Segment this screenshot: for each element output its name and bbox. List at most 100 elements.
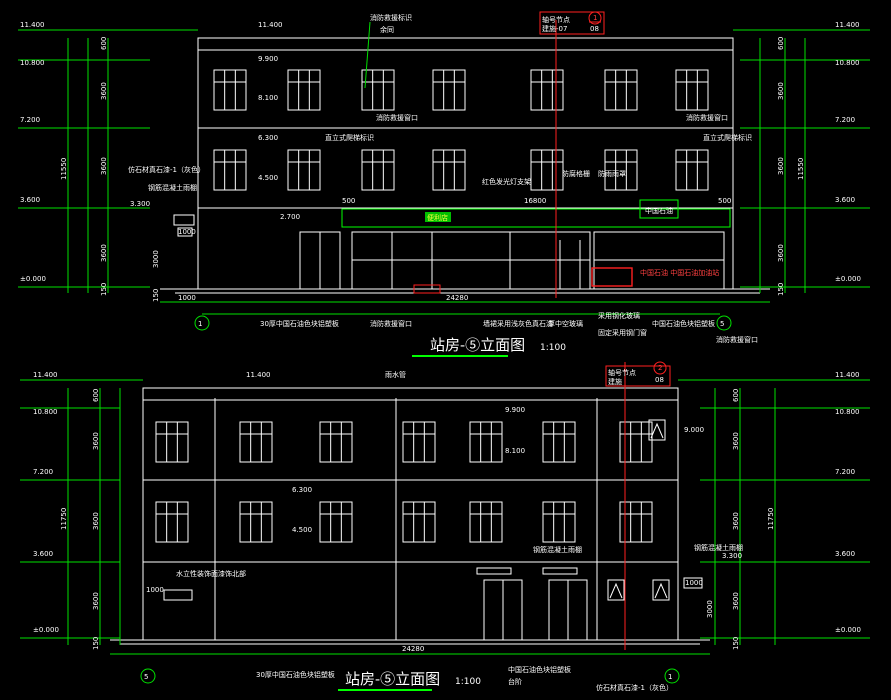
top-window-lower <box>604 149 638 191</box>
top-fire-sign: 消防救援标识 <box>370 13 412 22</box>
bottom-elev-left-3: 3.600 <box>33 550 53 558</box>
top-dim-bottom-offset: 150 <box>152 289 160 302</box>
top-elevation: 便利店 中国石油 中国石油 中国石油加油站 轴号节点 建 <box>18 11 870 357</box>
top-dim-l-3: 3600 <box>100 244 108 262</box>
top-window-upper <box>432 69 466 111</box>
bottom-right-note-2: 钢筋混凝土雨棚 <box>694 543 743 552</box>
top-dim-sign-w2: 500 <box>718 197 731 205</box>
bottom-axis-left-bubble <box>140 668 156 684</box>
bottom-elev-right-2: 7.200 <box>835 468 855 476</box>
bottom-axis-right: 1 <box>668 673 672 681</box>
top-dim-sign-len: 16800 <box>524 197 546 205</box>
top-mark-b: 直立式爬梯标识 <box>703 133 752 142</box>
top-dim-r-2: 3600 <box>777 157 785 175</box>
storefront: 中国石油 中国石油加油站 <box>299 231 725 294</box>
top-elev-inner-0: 11.400 <box>258 21 283 29</box>
top-sec-ref: 轴号节点 <box>542 15 570 24</box>
top-window-lower <box>287 149 321 191</box>
bottom-elev-inner-5: 3.300 <box>722 552 742 560</box>
top-window-upper <box>361 69 395 111</box>
top-section-tag <box>539 11 605 35</box>
top-window-lower <box>530 149 564 191</box>
bottom-dim-l-4: 150 <box>92 637 100 650</box>
top-bottom-note-3: 墙裙采用浅灰色真石漆 <box>483 319 553 328</box>
top-mark-d: 防雨雨罩 <box>598 169 626 178</box>
bottom-axis-right-bubble <box>664 668 680 684</box>
top-elev-left-4: ±0.000 <box>20 275 46 283</box>
top-dim-bottom-total: 24280 <box>446 294 468 302</box>
top-left-note-2: 钢筋混凝土雨棚 <box>148 183 197 192</box>
bottom-window-lower <box>239 501 273 543</box>
bottom-right-dims <box>678 379 870 645</box>
top-left-dims <box>18 29 198 293</box>
top-sec-sheet: 08 <box>590 25 599 33</box>
red-bench <box>591 267 633 287</box>
bottom-elev-inner-1: 9.900 <box>505 406 525 414</box>
bottom-window-upper <box>542 421 576 463</box>
bottom-dim-r-4: 150 <box>732 637 740 650</box>
bottom-elev-left-2: 7.200 <box>33 468 53 476</box>
top-window-upper <box>675 69 709 111</box>
bottom-dim-numbers: 600 3600 3600 3600 150 11750 600 3600 36… <box>60 389 775 653</box>
top-bottom-note-2: 消防救援窗口 <box>370 319 412 328</box>
top-elev-right-4: ±0.000 <box>835 275 861 283</box>
bottom-elev-inner-4: 4.500 <box>292 526 312 534</box>
top-bottom-note-8: 消防救援窗口 <box>716 335 758 344</box>
bottom-windows <box>155 421 653 543</box>
bottom-window-upper <box>402 421 436 463</box>
top-bottom-note-1: 30厚中国石油色块铝塑板 <box>260 319 339 328</box>
bottom-window-lower <box>402 501 436 543</box>
bottom-sec-sheet: 08 <box>655 376 664 384</box>
bottom-elev-inner-2: 8.100 <box>505 447 525 455</box>
top-sec-num: 1 <box>593 14 597 22</box>
bottom-annotations: 雨水管 水立性装饰面漆饰北部 钢筋混凝土雨棚 钢筋混凝土雨棚 30厚中国石油色块… <box>176 370 743 692</box>
bottom-elev-inner-6: 9.000 <box>684 426 704 434</box>
top-elev-inner-4: 4.500 <box>258 174 278 182</box>
top-dim-numbers: 600 3600 3600 3600 150 11550 600 3600 36… <box>60 37 805 302</box>
bottom-dim-l-2: 3600 <box>92 512 100 530</box>
bottom-dim-l-1: 3600 <box>92 432 100 450</box>
top-dim-l-total: 11550 <box>60 158 68 180</box>
bottom-bottom-note-4: 仿石材真石漆-1（灰色） <box>596 683 673 692</box>
bottom-elev-inner-0: 11.400 <box>246 371 271 379</box>
bottom-dim-l-total: 11750 <box>60 508 68 530</box>
bottom-dim-r-0: 600 <box>732 389 740 402</box>
bottom-window-upper <box>469 421 503 463</box>
bottom-doors <box>476 567 588 641</box>
bottom-dim-l-0: 600 <box>92 389 100 402</box>
top-elev-left-3: 3.600 <box>20 196 40 204</box>
top-mark-a: 直立式爬梯标识 <box>325 133 374 142</box>
top-left-note-1: 仿石材真石漆-1（灰色） <box>128 165 205 174</box>
top-dim-r-4: 150 <box>777 283 785 296</box>
store-sign-text: 便利店 <box>427 213 448 222</box>
top-elev-left-2: 7.200 <box>20 116 40 124</box>
top-elev-right-0: 11.400 <box>835 21 860 29</box>
bottom-bottom-note-1: 30厚中国石油色块铝塑板 <box>256 670 335 679</box>
top-scale: 1:100 <box>540 343 566 353</box>
top-elev-inner-3: 6.300 <box>258 134 278 142</box>
bottom-sec-num: 2 <box>658 364 662 372</box>
bottom-bottom-note-3: 台阶 <box>508 677 522 686</box>
bottom-elev-right-1: 10.800 <box>835 408 860 416</box>
bottom-dim-r-2: 3600 <box>732 512 740 530</box>
top-axis-right-bubble <box>716 315 732 331</box>
bottom-section-tag <box>605 365 671 387</box>
top-fire-sign-2: 余同 <box>380 25 394 34</box>
top-fire-window-1: 消防救援窗口 <box>376 113 418 122</box>
top-bottom-note-7: 中国石油色块铝塑板 <box>652 319 715 328</box>
top-axis-left-bubble <box>194 315 210 331</box>
bottom-left-note: 水立性装饰面漆饰北部 <box>176 569 246 578</box>
top-window-upper <box>287 69 321 111</box>
bottom-elev-inner-3: 6.300 <box>292 486 312 494</box>
top-dim-bottom-left: 1000 <box>178 294 196 302</box>
top-elev-right-3: 3.600 <box>835 196 855 204</box>
bottom-dim-canopy-h: 3000 <box>706 600 714 618</box>
bottom-rain-pipe: 雨水管 <box>385 370 406 379</box>
top-canopy <box>173 214 195 226</box>
top-mark-e: 防腐格栅 <box>562 169 590 178</box>
top-sec-code: 建施-07 <box>542 24 567 33</box>
top-window-lower <box>213 149 247 191</box>
bottom-sec-ref: 轴号节点 <box>608 368 636 377</box>
top-elev-inner-1: 9.900 <box>258 55 278 63</box>
